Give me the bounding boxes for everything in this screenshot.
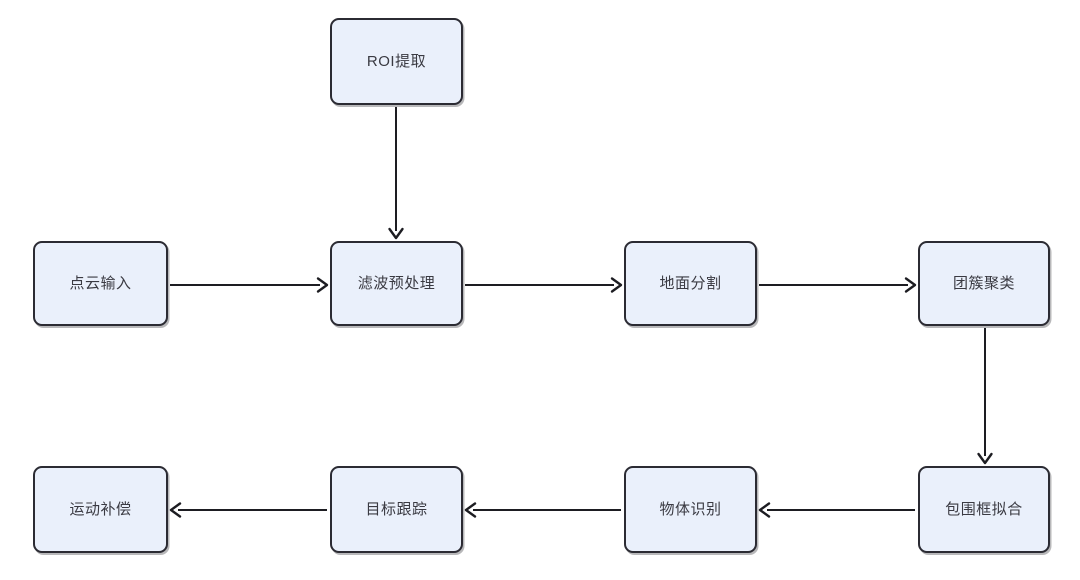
arrowhead-icon [977, 452, 993, 465]
arrowhead-icon [904, 277, 917, 293]
node-roi[interactable]: ROI提取 [330, 18, 463, 105]
edge-cluster-to-bbox [977, 328, 993, 465]
edge-recognize-to-tracking [464, 502, 621, 518]
edge-bbox-to-recognize [758, 502, 915, 518]
arrowhead-icon [388, 227, 404, 240]
node-label-bbox: 包围框拟合 [945, 500, 1023, 518]
node-label-roi: ROI提取 [366, 52, 427, 70]
edge-tracking-to-motion [169, 502, 327, 518]
node-ground[interactable]: 地面分割 [624, 241, 757, 326]
arrowhead-icon [610, 277, 623, 293]
node-label-recognize: 物体识别 [659, 500, 722, 518]
edge-ground-to-cluster [759, 277, 917, 293]
edge-filter-to-ground [465, 277, 623, 293]
arrowhead-icon [758, 502, 771, 518]
arrowhead-icon [464, 502, 477, 518]
arrowhead-icon [316, 277, 329, 293]
node-motion[interactable]: 运动补偿 [33, 466, 168, 553]
edge-input-to-filter [170, 277, 329, 293]
node-label-cluster: 团簇聚类 [952, 274, 1015, 292]
node-label-motion: 运动补偿 [69, 500, 132, 518]
node-recognize[interactable]: 物体识别 [624, 466, 757, 553]
node-input[interactable]: 点云输入 [33, 241, 168, 326]
node-label-ground: 地面分割 [659, 274, 722, 292]
node-bbox[interactable]: 包围框拟合 [918, 466, 1050, 553]
node-tracking[interactable]: 目标跟踪 [330, 466, 463, 553]
node-cluster[interactable]: 团簇聚类 [918, 241, 1050, 326]
node-filter[interactable]: 滤波预处理 [330, 241, 463, 326]
arrowhead-icon [169, 502, 182, 518]
node-label-input: 点云输入 [69, 274, 132, 292]
node-label-filter: 滤波预处理 [357, 274, 436, 292]
node-label-tracking: 目标跟踪 [365, 500, 428, 518]
edge-roi-to-filter [388, 107, 404, 240]
